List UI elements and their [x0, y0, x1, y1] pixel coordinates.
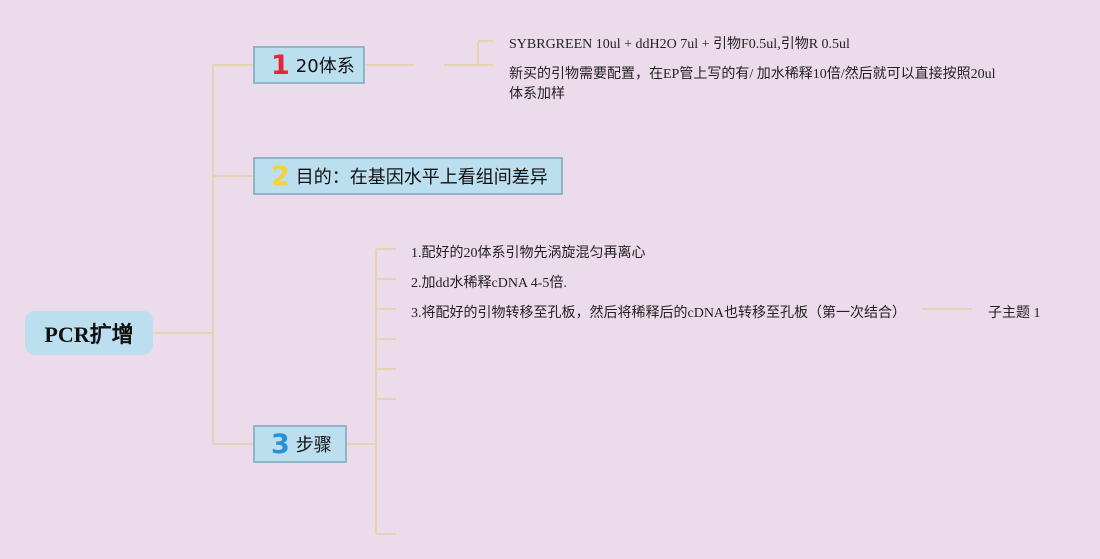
- step-1[interactable]: 1.配好的20体系引物先涡旋混匀再离心: [411, 246, 646, 261]
- step-2[interactable]: 2.加dd水稀释cDNA 4-5倍.: [411, 276, 567, 291]
- branch-node-3[interactable]: 3 步骤: [253, 425, 347, 463]
- subtopic-1[interactable]: 子主题 1: [988, 306, 1041, 321]
- root-node[interactable]: PCR扩增: [25, 311, 153, 355]
- note-primer-dilution[interactable]: 新买的引物需要配置，在EP管上写的有/ 加水稀释10倍/然后就可以直接按照20u…: [509, 67, 996, 82]
- step-3[interactable]: 3.将配好的引物转移至孔板，然后将稀释后的cDNA也转移至孔板（第一次结合）: [411, 306, 907, 321]
- number-badge-3-icon: 3: [271, 428, 290, 460]
- branch-node-2[interactable]: 2 目的：在基因水平上看组间差异: [253, 157, 563, 195]
- branch-label-2: 目的：在基因水平上看组间差异: [295, 167, 548, 188]
- branch-label-3: 步骤: [295, 435, 332, 456]
- branch-node-1[interactable]: 1 20体系: [253, 46, 365, 84]
- note-recipe[interactable]: SYBRGREEN 10ul + ddH2O 7ul + 引物F0.5ul,引物…: [509, 37, 850, 52]
- number-badge-1-icon: 1: [271, 49, 290, 81]
- branch-label-1: 20体系: [295, 56, 355, 77]
- number-badge-2-icon: 2: [271, 160, 290, 192]
- note-primer-dilution-cont[interactable]: 体系加样: [509, 87, 565, 102]
- root-label: PCR扩增: [44, 322, 134, 347]
